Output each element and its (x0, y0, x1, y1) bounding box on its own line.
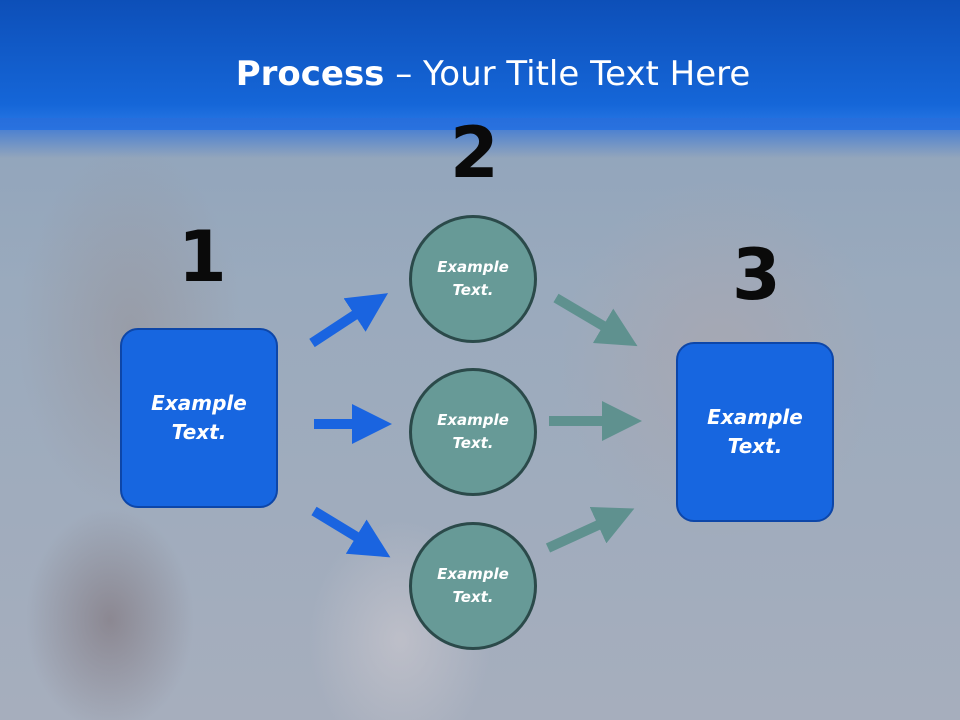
arrow-1-to-top (309, 293, 389, 348)
step-1-box: Example Text. (120, 328, 278, 508)
title-rest: – Your Title Text Here (384, 54, 751, 94)
step-number-2: 2 (450, 112, 499, 194)
step-2-circle-middle: Example Text. (409, 368, 537, 496)
slide-title: Process – Your Title Text Here (0, 52, 960, 96)
step-number-3: 3 (732, 234, 781, 316)
step-2-circle-bottom: Example Text. (409, 522, 537, 650)
step-2-circle-top: Example Text. (409, 215, 537, 343)
header-band (0, 0, 960, 130)
arrow-1-to-bottom (311, 506, 391, 558)
title-bold: Process (235, 54, 385, 94)
arrow-bottom-to-3 (545, 506, 635, 553)
step-number-1: 1 (178, 216, 227, 298)
arrow-top-to-3 (553, 293, 638, 347)
step-3-box: Example Text. (676, 342, 834, 522)
